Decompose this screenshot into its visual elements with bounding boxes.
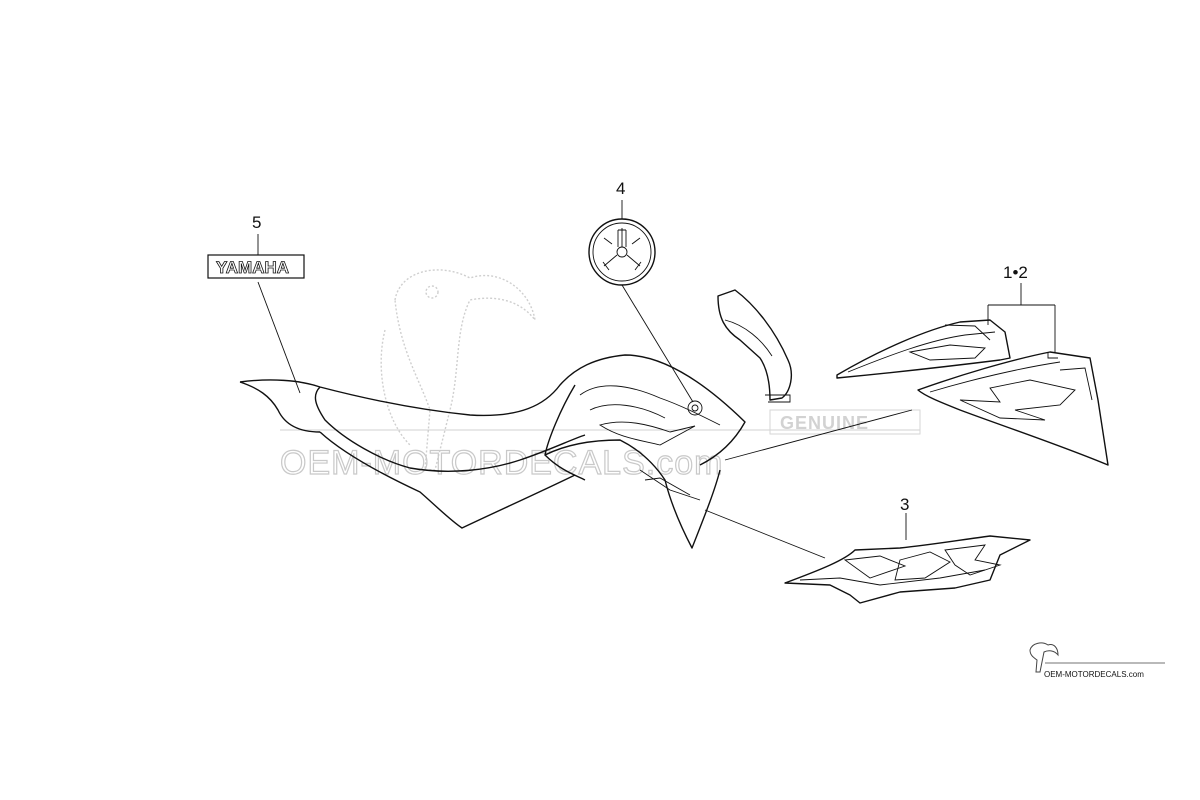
toucan-icon	[380, 269, 536, 471]
decal-4-emblem	[588, 218, 656, 286]
watermark-site-text: OEM-MOTORDECALS.com	[280, 444, 723, 482]
front-cowl-piece	[717, 289, 792, 403]
footer-logo-text: OEM-MOTORDECALS.com	[1044, 670, 1144, 679]
callout-1-2: 1•2	[1003, 263, 1028, 282]
motorcycle-fairing-outline	[239, 354, 746, 549]
watermark-badge-box	[769, 409, 921, 435]
footer-logo: OEM-MOTORDECALS.com	[1029, 642, 1165, 679]
decal-3	[784, 535, 1031, 604]
callout-4: 4	[616, 179, 625, 198]
decal-5-text: YAMAHA	[216, 258, 289, 277]
tuning-fork-emblem-icon	[602, 228, 642, 271]
decal-1-2	[836, 319, 1109, 466]
decal-5-yamaha: YAMAHA	[207, 254, 305, 279]
toucan-icon	[1029, 642, 1059, 673]
watermark-badge: GENUINE	[780, 413, 869, 433]
leader-lines	[257, 200, 1056, 559]
callout-5: 5	[252, 213, 261, 232]
callout-3: 3	[900, 495, 909, 514]
watermark: GENUINE OEM-MOTORDECALS.com	[279, 269, 921, 483]
